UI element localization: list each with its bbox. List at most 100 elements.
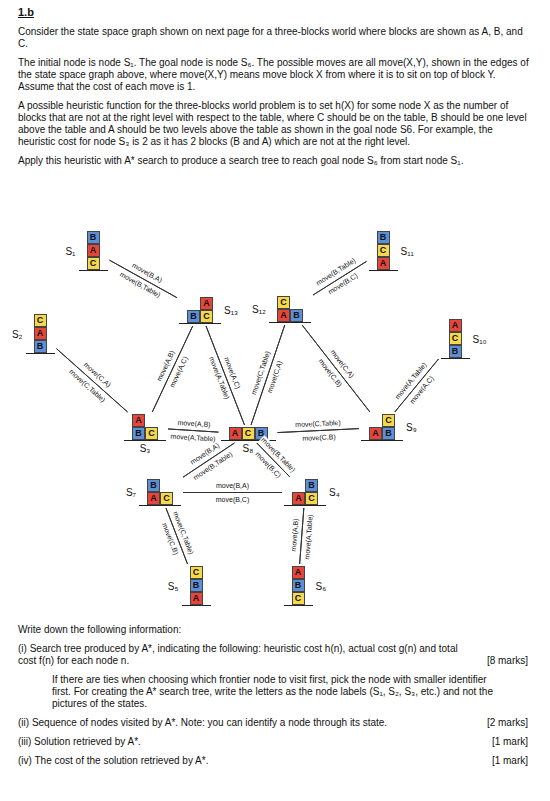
block: C	[305, 492, 318, 505]
state-label: S₄	[329, 487, 340, 498]
block-letter: B	[295, 580, 302, 590]
question-item: (ii) Sequence of nodes visited by A*. No…	[18, 717, 528, 729]
block-letter: C	[203, 311, 210, 321]
move-edge	[183, 492, 282, 493]
block-letter: C	[245, 428, 252, 438]
block-letter: C	[37, 315, 44, 325]
block-letter: A	[295, 493, 302, 503]
state-label: S₇	[126, 487, 136, 498]
block: A	[377, 257, 390, 270]
state-node: S₁₀ACB	[441, 319, 470, 359]
move-edge	[110, 260, 178, 298]
edge-label: move(A,Table)	[169, 432, 217, 443]
block-letter: C	[295, 593, 302, 603]
block-letter: B	[190, 311, 197, 321]
block-letter: A	[193, 593, 200, 603]
state-node: S₁BAC	[79, 231, 108, 271]
move-edge	[183, 492, 282, 493]
move-edge	[168, 429, 219, 432]
block-letter: C	[452, 333, 459, 343]
move-edge	[57, 349, 128, 412]
state-node: S₃ABC	[124, 414, 166, 441]
block: B	[147, 479, 160, 492]
block-letter: B	[380, 232, 387, 242]
question-item: (iii) Solution retrieved by A*.	[18, 736, 528, 748]
state-node: S₄BAC	[284, 479, 326, 506]
block-letter: A	[90, 245, 97, 255]
state-label: S₃	[140, 443, 151, 454]
question-row: (i) Search tree produced by A*, indicati…	[18, 643, 528, 667]
question-item: (i) Search tree produced by A*, indicati…	[18, 643, 528, 667]
block-letter: A	[37, 328, 44, 338]
marks-note: [1 mark]	[492, 736, 528, 748]
state-label: S₁	[65, 245, 75, 256]
block: A	[147, 492, 160, 505]
question-row: Write down the following information:	[18, 624, 528, 636]
move-edge	[302, 325, 370, 412]
block: A	[132, 414, 145, 427]
state-node: S₂CAB	[26, 314, 55, 354]
block-letter: A	[150, 493, 157, 503]
block: C	[382, 414, 395, 427]
move-edge	[110, 260, 178, 298]
state-node: S₁₃ABC	[179, 297, 221, 324]
state-label: S₅	[168, 580, 179, 591]
block: B	[87, 231, 100, 244]
block: A	[292, 492, 305, 505]
block: B	[187, 310, 200, 323]
state-node: S₁₂CAB	[269, 296, 311, 323]
block: C	[34, 314, 47, 327]
question-parts: Write down the following information: (i)…	[18, 624, 528, 774]
question-row: (iv) The cost of the solution retrieved …	[18, 755, 528, 767]
edge-label: move(B,C)	[215, 496, 250, 504]
block-letter: C	[193, 567, 200, 577]
state-node: S₇BAC	[139, 479, 181, 506]
section-title: 1.b	[18, 6, 532, 18]
block-letter: A	[372, 428, 379, 438]
block: C	[449, 332, 462, 345]
block: C	[277, 296, 290, 309]
block: B	[290, 309, 303, 322]
block: A	[34, 327, 47, 340]
state-node: S₆ABC	[284, 566, 313, 606]
block-letter: A	[280, 310, 287, 320]
block-letter: C	[308, 493, 315, 503]
paragraph: Apply this heuristic with A* search to p…	[18, 155, 532, 167]
edge-label: move(C,Table)	[294, 418, 342, 428]
state-label: S₁₀	[473, 333, 487, 344]
block: A	[229, 427, 242, 440]
block: A	[277, 309, 290, 322]
block-letter: B	[150, 480, 157, 490]
block: B	[132, 427, 145, 440]
question-item: Write down the following information:	[18, 624, 528, 636]
question-item: If there are ties when choosing which fr…	[52, 674, 506, 710]
move-edge	[278, 429, 360, 433]
question-item: (iv) The cost of the solution retrieved …	[18, 755, 528, 767]
block: A	[292, 566, 305, 579]
block: C	[242, 427, 255, 440]
question-row: If there are ties when choosing which fr…	[52, 674, 506, 710]
state-label: S₈	[243, 443, 254, 454]
block-letter: A	[232, 428, 239, 438]
block-letter: A	[135, 415, 142, 425]
question-text: 1.bConsider the state space graph shown …	[18, 6, 532, 174]
block: A	[190, 592, 203, 605]
block-letter: B	[193, 580, 200, 590]
state-label: S₂	[12, 328, 23, 339]
block: B	[377, 231, 390, 244]
block: C	[145, 427, 158, 440]
block: B	[292, 579, 305, 592]
state-node: S₉CAB	[361, 414, 403, 441]
block: C	[190, 566, 203, 579]
block-letter: C	[280, 297, 287, 307]
block: C	[377, 244, 390, 257]
block: B	[449, 345, 462, 358]
state-label: S₁₁	[401, 245, 414, 256]
state-node: S₅CBA	[182, 566, 211, 606]
block: B	[305, 479, 318, 492]
question-row: (ii) Sequence of nodes visited by A*. No…	[18, 717, 528, 729]
move-edge	[57, 349, 128, 412]
block: C	[87, 257, 100, 270]
edge-label: move(A,B)	[176, 418, 211, 428]
block: C	[160, 492, 173, 505]
